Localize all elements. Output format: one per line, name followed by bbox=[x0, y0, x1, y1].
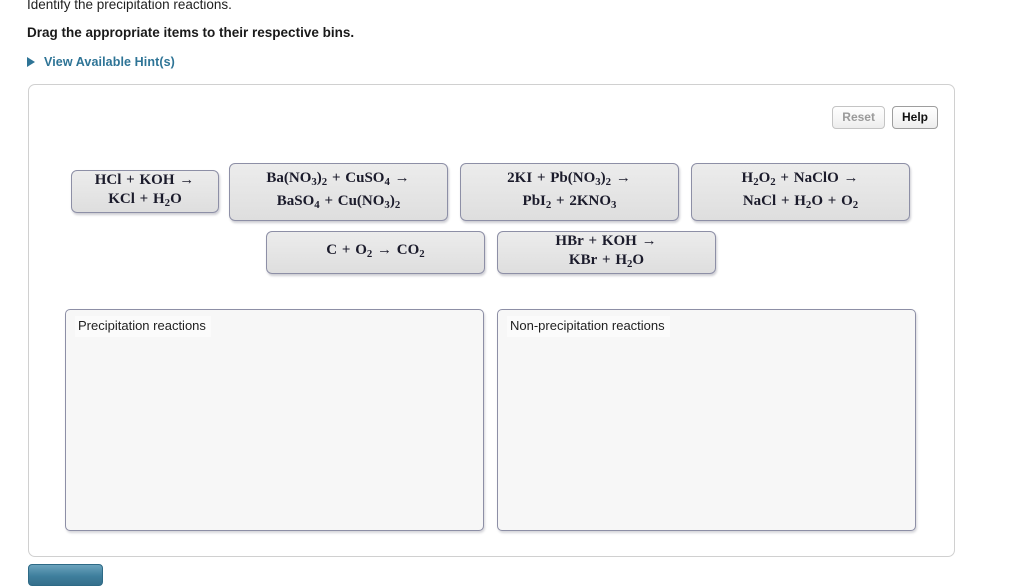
bin-dropzone[interactable] bbox=[66, 338, 483, 530]
bin-label: Precipitation reactions bbox=[75, 316, 211, 337]
draggable-equation-tile[interactable]: 2KI + Pb(NO3)2 → PbI2 + 2KNO3 bbox=[460, 163, 679, 221]
view-hints-toggle[interactable]: View Available Hint(s) bbox=[27, 55, 175, 69]
draggable-equation-tile[interactable]: HCl + KOH → KCl + H2O bbox=[71, 170, 219, 213]
draggable-equation-tile[interactable]: C + O2 → CO2 bbox=[266, 231, 485, 274]
submit-button[interactable] bbox=[28, 564, 103, 586]
equation-text: HBr + KOH → KBr + H2O bbox=[555, 232, 657, 270]
bin-dropzone[interactable] bbox=[498, 338, 915, 530]
bin-non-precipitation-reactions[interactable]: Non-precipitation reactions bbox=[497, 309, 916, 531]
view-hints-label: View Available Hint(s) bbox=[44, 55, 175, 69]
equation-text: H2O2 + NaClO → NaCl + H2O + O2 bbox=[741, 169, 859, 212]
triangle-right-icon bbox=[27, 57, 35, 67]
draggable-equation-tile[interactable]: H2O2 + NaClO → NaCl + H2O + O2 bbox=[691, 163, 910, 221]
drag-drop-activity-panel: Reset Help HCl + KOH → KCl + H2O Ba(NO3)2… bbox=[28, 84, 955, 557]
equation-text: C + O2 → CO2 bbox=[326, 241, 425, 260]
instruction-text: Drag the appropriate items to their resp… bbox=[27, 25, 355, 40]
bin-label: Non-precipitation reactions bbox=[507, 316, 670, 337]
draggable-equation-tile[interactable]: Ba(NO3)2 + CuSO4 → BaSO4 + Cu(NO3)2 bbox=[229, 163, 448, 221]
activity-toolbar: Reset Help bbox=[832, 106, 938, 129]
draggable-equation-tile[interactable]: HBr + KOH → KBr + H2O bbox=[497, 231, 716, 274]
equation-text: HCl + KOH → KCl + H2O bbox=[94, 171, 195, 209]
equation-text: 2KI + Pb(NO3)2 → PbI2 + 2KNO3 bbox=[507, 169, 631, 212]
help-button[interactable]: Help bbox=[891, 106, 938, 129]
equation-text: Ba(NO3)2 + CuSO4 → BaSO4 + Cu(NO3)2 bbox=[266, 169, 410, 212]
prompt-text: Identify the precipitation reactions. bbox=[27, 0, 232, 12]
reset-button[interactable]: Reset bbox=[832, 106, 885, 129]
bin-precipitation-reactions[interactable]: Precipitation reactions bbox=[65, 309, 484, 531]
